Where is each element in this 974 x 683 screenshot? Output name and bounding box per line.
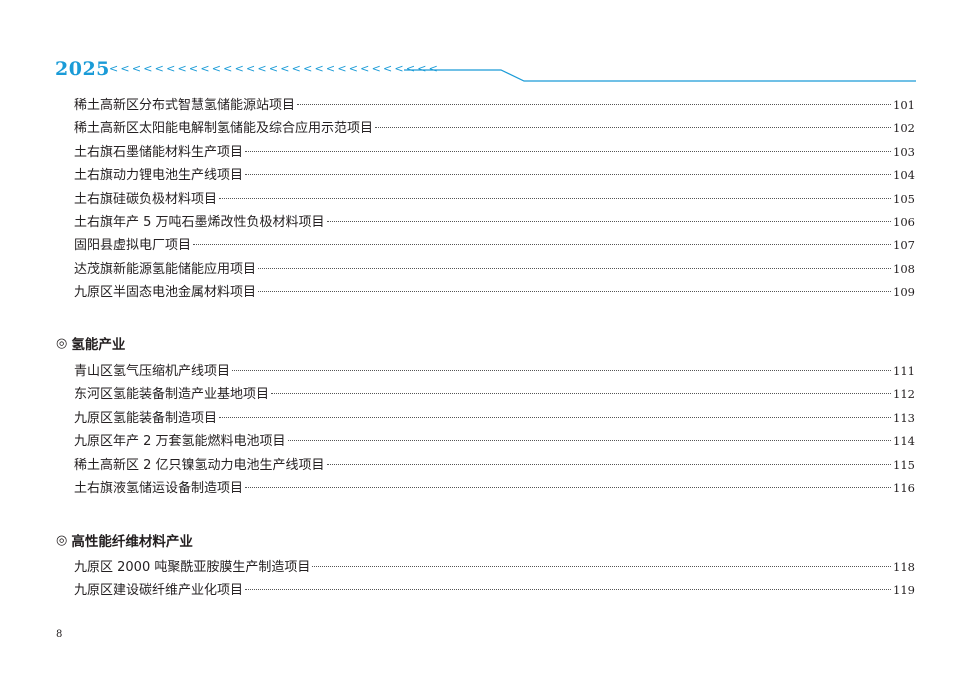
- toc-entry[interactable]: 青山区氢气压缩机产线项目 111: [74, 360, 915, 383]
- toc-leader-dots: [326, 220, 892, 222]
- page-number: 8: [56, 629, 63, 640]
- toc-entry[interactable]: 土右旗石墨储能材料生产项目 103: [74, 141, 915, 164]
- toc-entry-page: 102: [893, 121, 915, 136]
- header-rule: [404, 69, 916, 82]
- toc-entry[interactable]: 固阳县虚拟电厂项目 107: [74, 234, 915, 257]
- toc-leader-dots: [245, 150, 892, 152]
- toc-entry-page: 116: [893, 480, 915, 495]
- toc-entry-title: 稀土高新区分布式智慧氢储能源站项目: [74, 98, 296, 113]
- toc-leader-dots: [193, 244, 892, 246]
- toc-entry-page: 114: [893, 434, 915, 449]
- toc-entry[interactable]: 土右旗硅碳负极材料项目 105: [74, 188, 915, 211]
- toc-entry[interactable]: 九原区年产 2 万套氢能燃料电池项目 114: [74, 430, 915, 453]
- toc-entry-title: 九原区半固态电池金属材料项目: [74, 285, 257, 301]
- toc-entry-page: 103: [893, 144, 915, 159]
- toc-entry-title: 土右旗硅碳负极材料项目: [74, 191, 218, 207]
- toc-leader-dots: [245, 486, 892, 488]
- section-heading-fiber: ◎ 高性能纤维材料产业: [56, 530, 193, 551]
- toc-leader-dots: [258, 267, 892, 269]
- toc-entry-title: 稀土高新区太阳能电解制氢储能及综合应用示范项目: [74, 121, 374, 137]
- toc-entry-page: 109: [893, 285, 915, 300]
- toc-entry[interactable]: 土右旗液氢储运设备制造项目 116: [74, 477, 915, 500]
- toc-entry-title: 固阳县虚拟电厂项目: [74, 238, 192, 254]
- toc-entry[interactable]: 土右旗动力锂电池生产线项目 104: [74, 164, 915, 187]
- toc-entry-title: 九原区氢能装备制造项目: [74, 410, 218, 426]
- toc-leader-dots: [271, 393, 892, 395]
- toc-entry-page: 106: [893, 214, 915, 229]
- toc-leader-dots: [245, 589, 892, 591]
- toc-leader-dots: [326, 463, 892, 465]
- header-year: 2025: [55, 58, 110, 80]
- toc-entry-title: 土右旗石墨储能材料生产项目: [74, 144, 244, 160]
- toc-group-1: 稀土高新区分布式智慧氢储能源站项目 101 稀土高新区太阳能电解制氢储能及综合应…: [74, 94, 915, 305]
- toc-leader-dots: [258, 291, 892, 293]
- toc-entry-title: 土右旗动力锂电池生产线项目: [74, 168, 244, 184]
- toc-entry-page: 115: [893, 457, 915, 472]
- page-header: 2025 <<<<<<<<<<<<<<<<<<<<<<<<<<<<<: [0, 0, 974, 100]
- toc-leader-dots: [297, 104, 892, 105]
- toc-entry[interactable]: 达茂旗新能源氢能储能应用项目 108: [74, 258, 915, 281]
- toc-entry-page: 118: [893, 560, 915, 574]
- section-heading-text: 氢能产业: [71, 337, 126, 353]
- toc-leader-dots: [287, 440, 892, 442]
- toc-entry-page: 108: [893, 261, 915, 276]
- header-chevrons: <<<<<<<<<<<<<<<<<<<<<<<<<<<<<: [109, 62, 441, 75]
- section-heading-text: 高性能纤维材料产业: [71, 534, 193, 550]
- toc-entry-title: 稀土高新区 2 亿只镍氢动力电池生产线项目: [74, 457, 325, 473]
- toc-entry-title: 九原区年产 2 万套氢能燃料电池项目: [74, 434, 286, 450]
- toc-entry-title: 土右旗年产 5 万吨石墨烯改性负极材料项目: [74, 214, 325, 230]
- toc-entry-page: 105: [893, 191, 915, 206]
- toc-entry-page: 111: [893, 364, 915, 378]
- toc-entry[interactable]: 土右旗年产 5 万吨石墨烯改性负极材料项目 106: [74, 211, 915, 234]
- toc-entry-page: 113: [893, 410, 915, 425]
- toc-entry[interactable]: 九原区 2000 吨聚酰亚胺膜生产制造项目 118: [74, 556, 915, 579]
- toc-entry-title: 达茂旗新能源氢能储能应用项目: [74, 261, 257, 277]
- toc-entry-page: 101: [893, 98, 915, 112]
- toc-leader-dots: [232, 370, 892, 371]
- toc-entry[interactable]: 稀土高新区分布式智慧氢储能源站项目 101: [74, 94, 915, 117]
- toc-leader-dots: [312, 566, 892, 567]
- bullet-circle-icon: ◎: [56, 335, 68, 351]
- toc-entry-page: 119: [893, 583, 915, 598]
- toc-entry[interactable]: 九原区建设碳纤维产业化项目 119: [74, 579, 915, 602]
- toc-entry[interactable]: 东河区氢能装备制造产业基地项目 112: [74, 383, 915, 406]
- toc-entry[interactable]: 稀土高新区太阳能电解制氢储能及综合应用示范项目 102: [74, 117, 915, 140]
- toc-group-2: 青山区氢气压缩机产线项目 111 东河区氢能装备制造产业基地项目 112 九原区…: [74, 360, 915, 500]
- toc-group-3: 九原区 2000 吨聚酰亚胺膜生产制造项目 118 九原区建设碳纤维产业化项目 …: [74, 556, 915, 603]
- toc-entry-title: 九原区建设碳纤维产业化项目: [74, 583, 244, 599]
- toc-entry[interactable]: 稀土高新区 2 亿只镍氢动力电池生产线项目 115: [74, 454, 915, 477]
- toc-entry-page: 112: [893, 387, 915, 402]
- toc-entry[interactable]: 九原区氢能装备制造项目 113: [74, 407, 915, 430]
- toc-leader-dots: [219, 197, 892, 199]
- toc-entry-page: 107: [893, 238, 915, 253]
- toc-entry-title: 九原区 2000 吨聚酰亚胺膜生产制造项目: [74, 560, 311, 575]
- toc-entry-title: 东河区氢能装备制造产业基地项目: [74, 387, 270, 403]
- toc-entry-title: 青山区氢气压缩机产线项目: [74, 364, 231, 379]
- toc-leader-dots: [375, 127, 892, 129]
- toc-entry-title: 土右旗液氢储运设备制造项目: [74, 480, 244, 496]
- toc-entry[interactable]: 九原区半固态电池金属材料项目 109: [74, 281, 915, 304]
- toc-entry-page: 104: [893, 168, 915, 183]
- toc-leader-dots: [245, 174, 892, 176]
- section-heading-hydrogen: ◎ 氢能产业: [56, 333, 126, 354]
- toc-leader-dots: [219, 416, 892, 418]
- bullet-circle-icon: ◎: [56, 532, 68, 548]
